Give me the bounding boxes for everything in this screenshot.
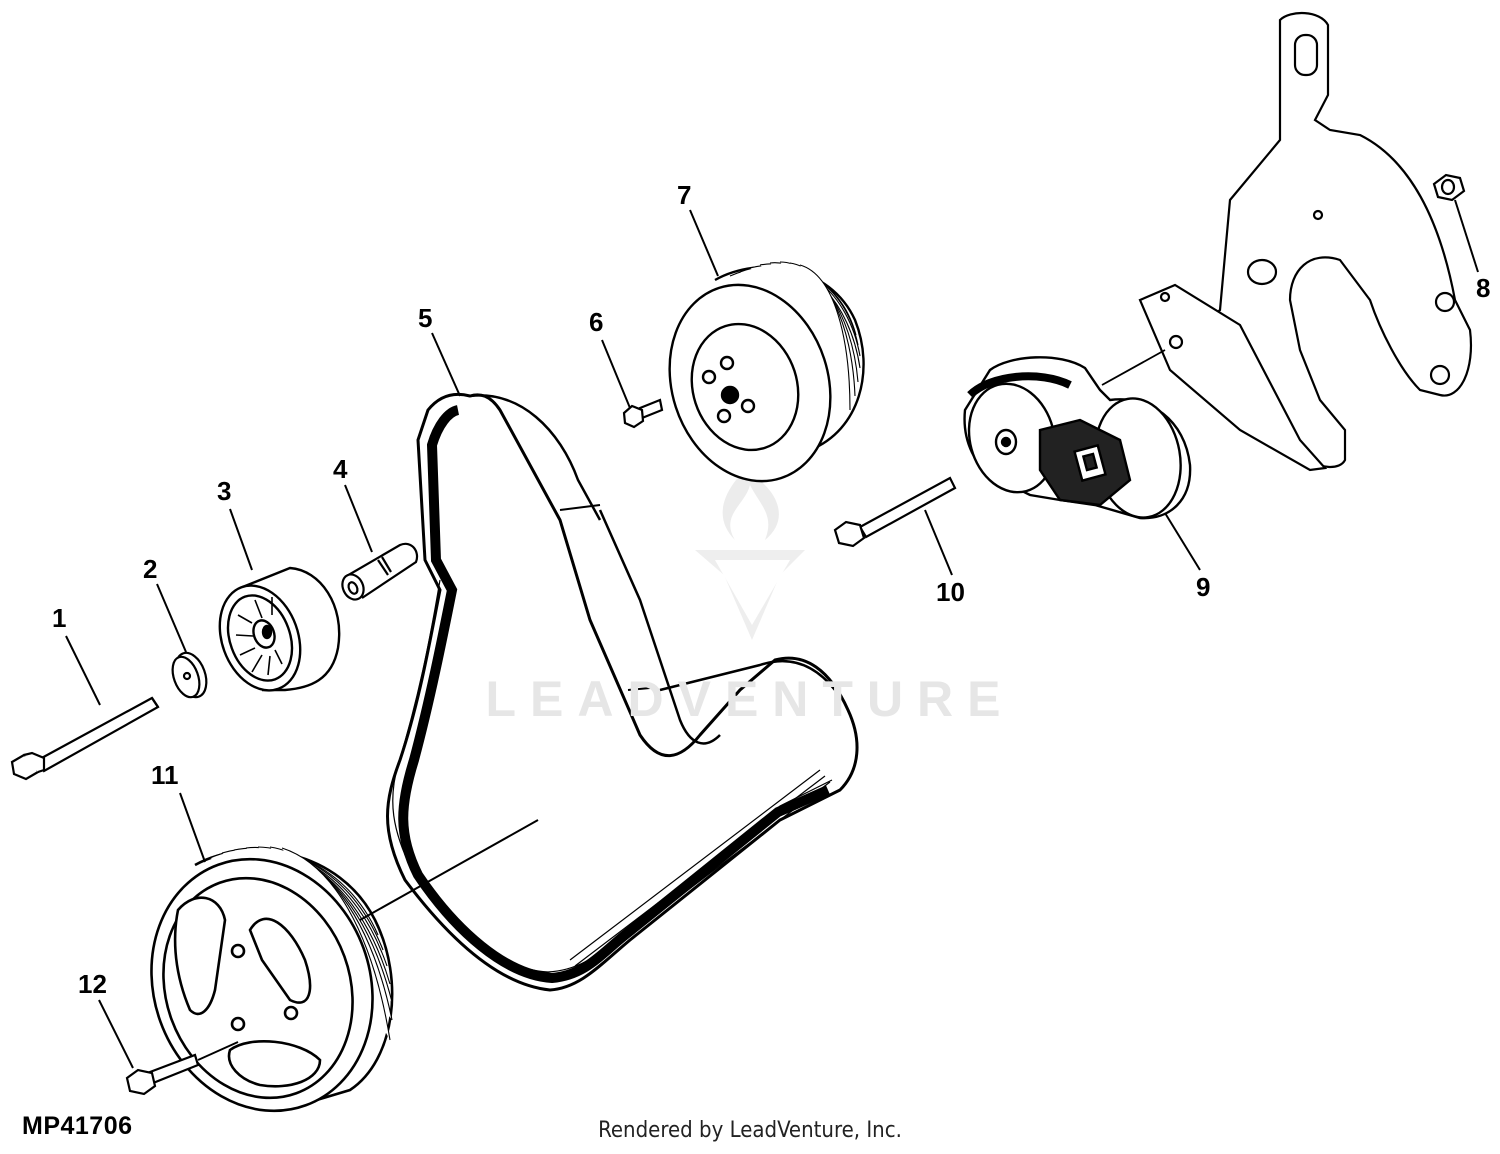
part-2-washer [171,651,208,699]
mounting-bracket [1138,12,1473,472]
part-1-bolt [10,696,160,781]
part-12-bolt [125,1041,239,1096]
part-6-bolt [622,398,664,429]
watermark-logo [695,470,805,640]
part-5-belt [386,392,859,992]
callout-6: 6 [589,307,603,337]
part-8-nut [1432,173,1466,202]
callout-1: 1 [52,603,66,633]
part-7-pump-pulley [668,261,865,483]
callout-labels: 1 2 3 4 5 6 7 8 9 10 11 12 [52,180,1490,999]
callout-3: 3 [217,476,231,506]
part-4-spacer [341,542,419,601]
part-10-bolt [833,476,957,548]
figure-code: MP41706 [22,1112,133,1140]
callout-8: 8 [1476,273,1490,303]
part-3-idler-pulley [218,566,341,692]
callout-12: 12 [78,969,107,999]
callout-5: 5 [418,303,432,333]
callout-7: 7 [677,180,691,210]
callout-2: 2 [143,554,157,584]
callout-4: 4 [333,454,348,484]
callout-10: 10 [936,577,965,607]
callout-9: 9 [1196,572,1210,602]
watermark-text: LEADVENTURE [485,671,1015,727]
leader-lines [65,199,1479,1069]
part-9-tensioner [963,349,1192,520]
render-credit: Rendered by LeadVenture, Inc. [598,1118,902,1143]
part-11-crank-pulley [150,819,539,1113]
callout-11: 11 [151,760,179,790]
